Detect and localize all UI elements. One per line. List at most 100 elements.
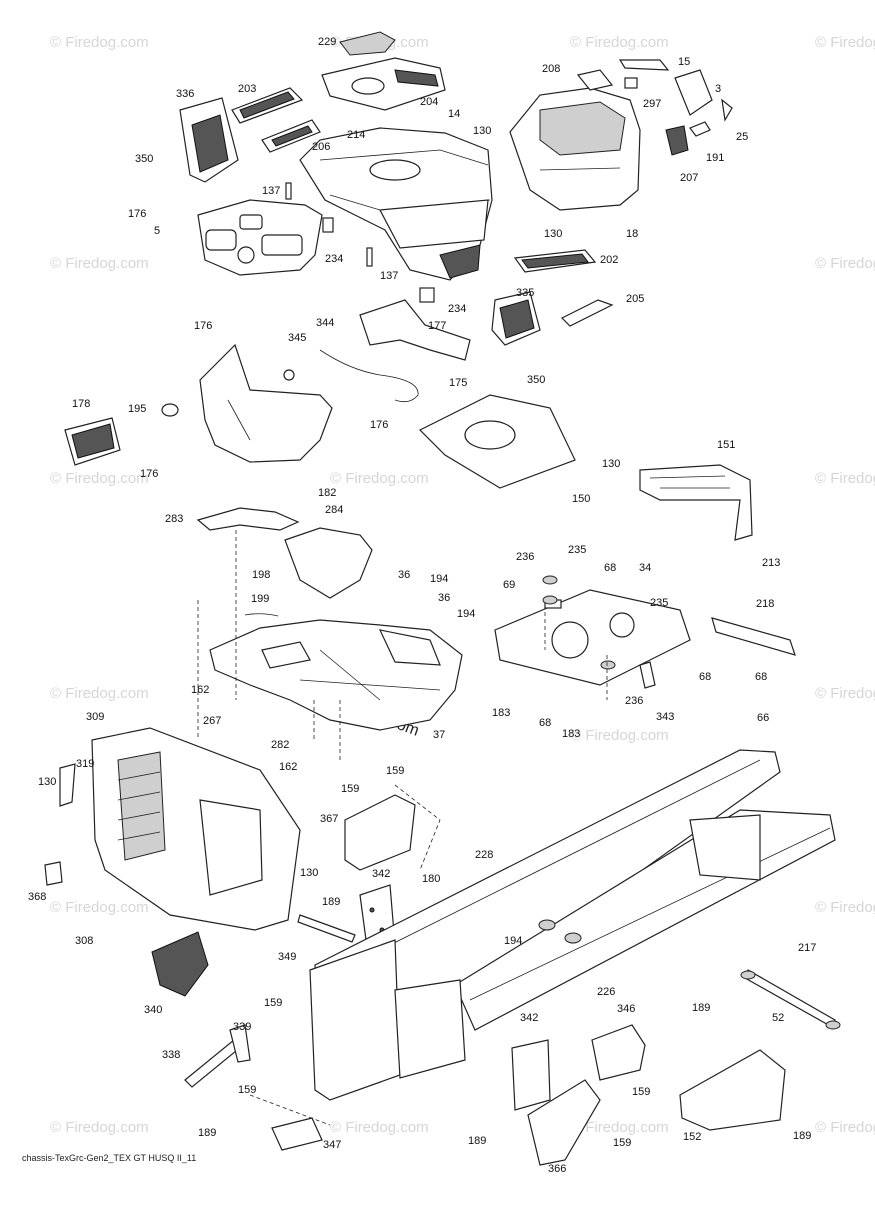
- watermark: © Firedog.com: [815, 685, 875, 702]
- callout-label: 159: [238, 1084, 256, 1096]
- callout-label: 189: [692, 1002, 710, 1014]
- callout-label: 69: [503, 579, 515, 591]
- watermark: © Firedog.com: [50, 899, 149, 916]
- callout-label: 183: [562, 728, 580, 740]
- callout-label: 159: [264, 997, 282, 1009]
- callout-label: 319: [76, 758, 94, 770]
- callout-label: 52: [772, 1012, 784, 1024]
- callout-label: 176: [194, 320, 212, 332]
- callout-label: 189: [322, 896, 340, 908]
- callout-label: 344: [316, 317, 334, 329]
- callout-label: 308: [75, 935, 93, 947]
- callout-label: 37: [433, 729, 445, 741]
- callout-label: 18: [626, 228, 638, 240]
- watermark: © Firedog.com: [50, 470, 149, 487]
- callout-label: 34: [639, 562, 651, 574]
- watermark: © Firedog.com: [50, 1119, 149, 1136]
- callout-label: 130: [38, 776, 56, 788]
- callout-label: 214: [347, 129, 365, 141]
- watermark: © Firedog.com: [815, 34, 875, 51]
- callout-label: 189: [793, 1130, 811, 1142]
- callout-label: 236: [516, 551, 534, 563]
- callout-label: 342: [372, 868, 390, 880]
- callout-label: 229: [318, 36, 336, 48]
- callout-label: 218: [756, 598, 774, 610]
- callout-label: 267: [203, 715, 221, 727]
- callout-label: 207: [680, 172, 698, 184]
- callout-label: 347: [323, 1139, 341, 1151]
- callout-label: 342: [520, 1012, 538, 1024]
- callout-label: 130: [300, 867, 318, 879]
- callout-label: 159: [341, 783, 359, 795]
- callout-label: 195: [128, 403, 146, 415]
- hood-group: [64, 31, 753, 541]
- callout-label: 137: [380, 270, 398, 282]
- callout-label: 151: [717, 439, 735, 451]
- callout-label: 178: [72, 398, 90, 410]
- callout-label: 228: [475, 849, 493, 861]
- callout-label: 191: [706, 152, 724, 164]
- callout-label: 189: [198, 1127, 216, 1139]
- callout-label: 234: [325, 253, 343, 265]
- callout-label: 180: [422, 873, 440, 885]
- callout-label: 350: [527, 374, 545, 386]
- callout-label: 36: [438, 592, 450, 604]
- callout-label: 208: [542, 63, 560, 75]
- callout-label: 367: [320, 813, 338, 825]
- callout-label: 226: [597, 986, 615, 998]
- watermark: © Firedog.com: [815, 899, 875, 916]
- callout-label: 130: [602, 458, 620, 470]
- callout-label: 346: [617, 1003, 635, 1015]
- callout-label: 189: [468, 1135, 486, 1147]
- callout-label: 175: [449, 377, 467, 389]
- callout-label: 345: [288, 332, 306, 344]
- callout-label: 213: [762, 557, 780, 569]
- callout-label: 159: [386, 765, 404, 777]
- callout-label: 15: [678, 56, 690, 68]
- callout-label: 183: [492, 707, 510, 719]
- callout-label: 204: [420, 96, 438, 108]
- callout-label: 283: [165, 513, 183, 525]
- watermark: © Firedog.com: [570, 1119, 669, 1136]
- callout-label: 309: [86, 711, 104, 723]
- callout-label: 194: [504, 935, 522, 947]
- callout-label: 194: [457, 608, 475, 620]
- callout-label: 199: [251, 593, 269, 605]
- callout-labels: 229 203 336 208 15 3 204 297 14 214 206 …: [28, 36, 816, 1175]
- callout-label: 176: [128, 208, 146, 220]
- watermark: © Firedog.com: [50, 255, 149, 272]
- callout-label: 150: [572, 493, 590, 505]
- callout-label: 335: [516, 287, 534, 299]
- callout-label: 177: [428, 320, 446, 332]
- callout-label: 366: [548, 1163, 566, 1175]
- frame-group: [44, 530, 841, 1166]
- callout-label: 198: [252, 569, 270, 581]
- watermark: © Firedog.com: [330, 470, 429, 487]
- watermark: © Firedog.com: [815, 470, 875, 487]
- watermark: © Firedog.com: [815, 1119, 875, 1136]
- watermark: © Firedog.com: [570, 34, 669, 51]
- callout-label: 338: [162, 1049, 180, 1061]
- fender-group: [196, 507, 796, 731]
- watermark: © Firedog.com: [50, 685, 149, 702]
- callout-label: 235: [568, 544, 586, 556]
- callout-label: 343: [656, 711, 674, 723]
- callout-label: 297: [643, 98, 661, 110]
- callout-label: 162: [191, 684, 209, 696]
- callout-label: 68: [699, 671, 711, 683]
- callout-label: 68: [755, 671, 767, 683]
- callout-label: 340: [144, 1004, 162, 1016]
- callout-label: 284: [325, 504, 343, 516]
- callout-label: 159: [613, 1137, 631, 1149]
- callout-label: 194: [430, 573, 448, 585]
- diagram-code: chassis-TexGrc-Gen2_TEX GT HUSQ II_11: [22, 1153, 197, 1163]
- callout-label: 66: [757, 712, 769, 724]
- callout-label: 176: [140, 468, 158, 480]
- callout-label: 336: [176, 88, 194, 100]
- callout-label: 282: [271, 739, 289, 751]
- callout-label: 36: [398, 569, 410, 581]
- callout-label: 130: [544, 228, 562, 240]
- callout-label: 137: [262, 185, 280, 197]
